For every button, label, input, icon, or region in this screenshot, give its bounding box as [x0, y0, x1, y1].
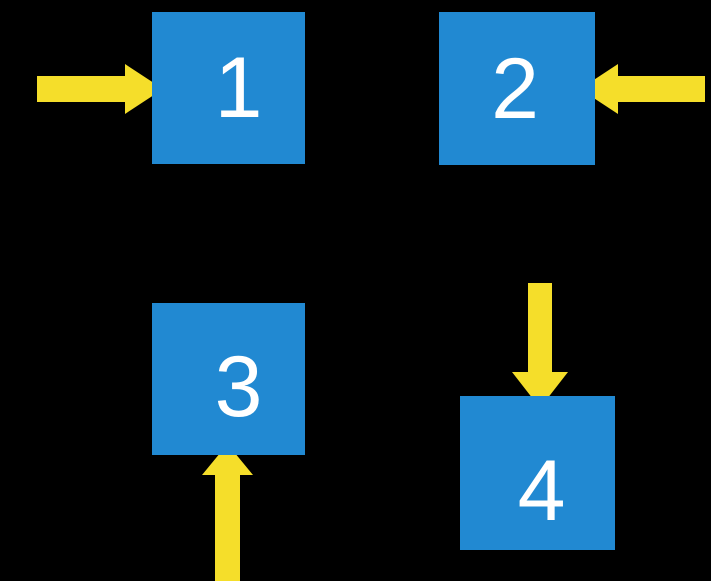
arrow-right-into-node-1: [37, 64, 163, 114]
node-label-2: 2: [491, 40, 539, 137]
node-box-4[interactable]: 4: [460, 396, 615, 550]
node-box-1[interactable]: 1: [152, 12, 305, 164]
node-box-3[interactable]: 3: [152, 303, 305, 455]
arrow-up-into-node-3: [202, 444, 253, 581]
arrow-down-into-node-4: [512, 283, 568, 408]
node-label-3: 3: [214, 339, 263, 435]
node-label-1: 1: [214, 40, 263, 136]
arrow-left-into-node-2: [580, 64, 705, 114]
node-label-4: 4: [517, 443, 566, 539]
node-box-2[interactable]: 2: [439, 12, 595, 165]
